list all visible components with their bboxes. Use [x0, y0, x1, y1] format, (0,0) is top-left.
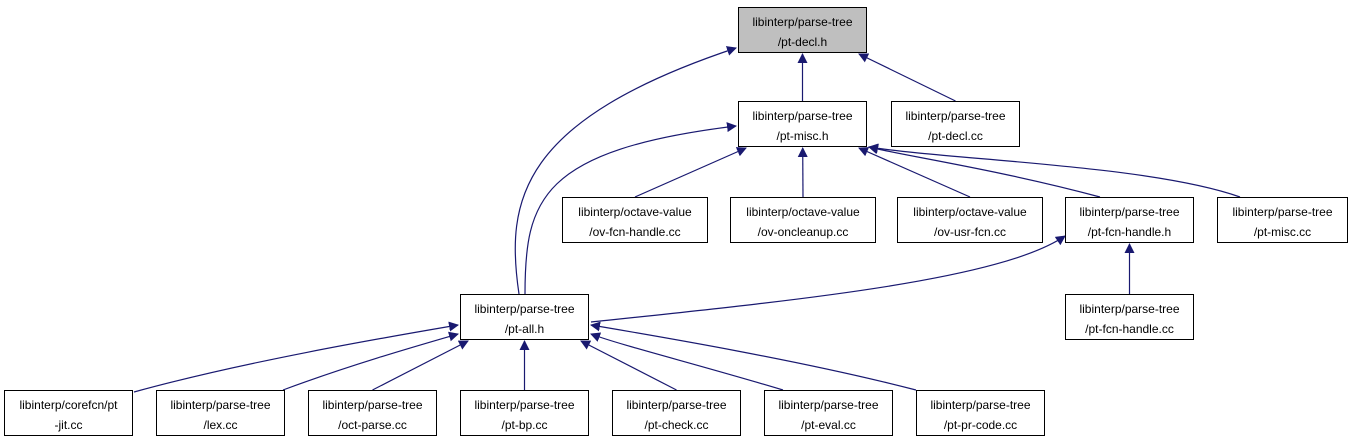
node-label-line2: /pt-pr-code.cc: [943, 418, 1018, 432]
node-pt-jit-cc[interactable]: libinterp/corefcn/pt -jit.cc: [4, 390, 133, 436]
node-pt-check-cc[interactable]: libinterp/parse-tree/pt-check.cc: [612, 390, 741, 436]
node-label-line1: libinterp/octave-value: [578, 205, 692, 219]
edge-pt-all-h-to-pt-fcn-handle-h: [590, 235, 1066, 323]
node-label-line1: libinterp/parse-tree: [905, 109, 1006, 123]
node-pt-fcn-handle-h[interactable]: libinterp/parse-tree/pt-fcn-handle.h: [1065, 197, 1194, 243]
node-label-line1: libinterp/octave-value: [746, 205, 860, 219]
edge-lex-cc-to-pt-all-h: [282, 331, 459, 391]
edge-pt-jit-cc-to-pt-all-h: [133, 321, 459, 393]
edge-pt-pr-code-cc-to-pt-all-h: [590, 321, 917, 391]
node-label-line1: libinterp/parse-tree: [322, 398, 423, 412]
node-label-line2: /ov-fcn-handle.cc: [589, 225, 681, 239]
node-label-line1: libinterp/parse-tree: [778, 398, 879, 412]
node-label-line1: libinterp/parse-tree: [474, 398, 575, 412]
node-ov-oncleanup-cc[interactable]: libinterp/octave-value/ov-oncleanup.cc: [730, 197, 876, 243]
node-label-line1: libinterp/parse-tree: [170, 398, 271, 412]
node-label-line2: /pt-check.cc: [644, 418, 709, 432]
node-label-line2: /oct-parse.cc: [338, 418, 407, 432]
node-label-line2: /pt-fcn-handle.h: [1087, 225, 1172, 239]
node-label-line2: /ov-oncleanup.cc: [757, 225, 849, 239]
node-label-line1: libinterp/parse-tree: [626, 398, 727, 412]
node-label-line1: libinterp/parse-tree: [1079, 302, 1180, 316]
node-label-line2: /pt-bp.cc: [501, 418, 548, 432]
node-label-line1: libinterp/corefcn/pt: [19, 398, 118, 412]
node-label-line1: libinterp/parse-tree: [1079, 205, 1180, 219]
node-ov-usr-fcn-cc[interactable]: libinterp/octave-value/ov-usr-fcn.cc: [897, 197, 1043, 243]
edge-pt-all-h-to-pt-misc-h: [524, 122, 737, 295]
node-label-line1: libinterp/parse-tree: [930, 398, 1031, 412]
node-label-line1: libinterp/parse-tree: [1232, 205, 1333, 219]
node-label-line2: /pt-decl.h: [777, 35, 828, 49]
node-pt-decl-h[interactable]: libinterp/parse-tree/pt-decl.h: [738, 7, 867, 53]
edge-pt-all-h-to-pt-decl-h: [514, 46, 737, 295]
edge-pt-fcn-handle-h-to-pt-misc-h: [868, 144, 1101, 198]
node-oct-parse-cc[interactable]: libinterp/parse-tree/oct-parse.cc: [308, 390, 437, 436]
node-label-line1: libinterp/parse-tree: [752, 109, 853, 123]
node-label-line2: /pt-decl.cc: [928, 129, 983, 143]
node-label-line2: /pt-all.h: [504, 322, 545, 336]
node-label-line2: /pt-fcn-handle.cc: [1085, 322, 1174, 336]
edge-pt-decl-cc-to-pt-decl-h: [858, 53, 956, 102]
node-pt-bp-cc[interactable]: libinterp/parse-tree/pt-bp.cc: [460, 390, 589, 436]
node-label-line2: -jit.cc: [54, 418, 83, 432]
node-label-line1: libinterp/parse-tree: [752, 15, 853, 29]
edge-oct-parse-cc-to-pt-all-h: [372, 340, 469, 391]
node-label-line2: /pt-misc.cc: [1253, 225, 1312, 239]
node-label-line2: /ov-usr-fcn.cc: [933, 225, 1006, 239]
node-pt-misc-cc[interactable]: libinterp/parse-tree/pt-misc.cc: [1217, 197, 1348, 243]
node-pt-all-h[interactable]: libinterp/parse-tree/pt-all.h: [460, 294, 589, 340]
node-pt-fcn-handle-cc[interactable]: libinterp/parse-tree/pt-fcn-handle.cc: [1065, 294, 1194, 340]
node-pt-eval-cc[interactable]: libinterp/parse-tree/pt-eval.cc: [764, 390, 893, 436]
node-label-line2: /pt-eval.cc: [801, 418, 856, 432]
node-pt-misc-h[interactable]: libinterp/parse-tree/pt-misc.h: [738, 101, 867, 147]
node-label-line2: /pt-misc.h: [776, 129, 829, 143]
node-pt-pr-code-cc[interactable]: libinterp/parse-tree/pt-pr-code.cc: [916, 390, 1045, 436]
edge-ov-usr-fcn-cc-to-pt-misc-h: [858, 147, 971, 198]
edge-ov-fcn-handle-cc-to-pt-misc-h: [634, 147, 747, 198]
node-pt-decl-cc[interactable]: libinterp/parse-tree/pt-decl.cc: [891, 101, 1020, 147]
node-label-line1: libinterp/octave-value: [913, 205, 1027, 219]
edge-pt-eval-cc-to-pt-all-h: [590, 332, 784, 391]
edge-pt-check-cc-to-pt-all-h: [580, 340, 677, 391]
node-label-line2: /lex.cc: [203, 418, 238, 432]
node-lex-cc[interactable]: libinterp/parse-tree/lex.cc: [156, 390, 285, 436]
edge-pt-misc-cc-to-pt-misc-h: [868, 143, 1241, 198]
node-ov-fcn-handle-cc[interactable]: libinterp/octave-value/ov-fcn-handle.cc: [562, 197, 708, 243]
node-label-line1: libinterp/parse-tree: [474, 302, 575, 316]
